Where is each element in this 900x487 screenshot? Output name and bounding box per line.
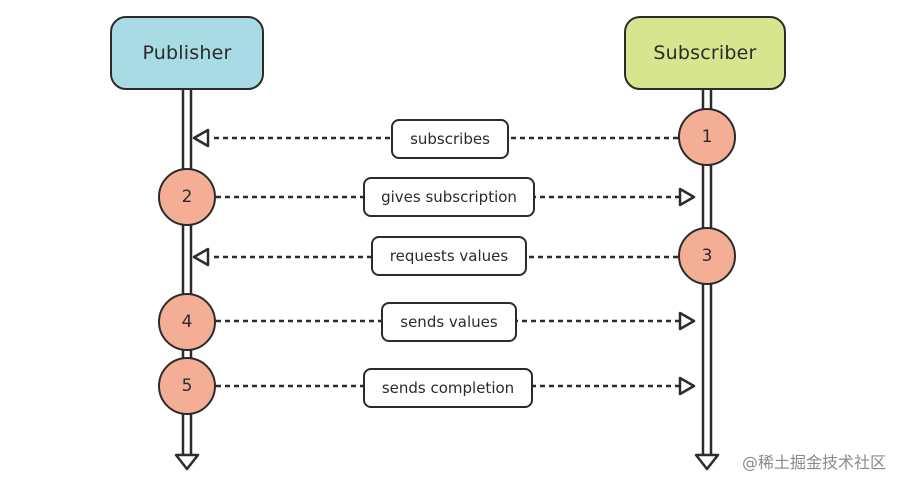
message-label: gives subscription [363, 177, 535, 217]
message-label: sends values [381, 302, 517, 342]
message-arrowhead [678, 311, 696, 331]
step-circle: 5 [158, 357, 216, 415]
message-arrowhead [192, 128, 210, 148]
step-circle: 4 [158, 293, 216, 351]
publisher-lifeline-arrowhead [174, 453, 200, 471]
subscriber-lifeline-arrowhead [694, 453, 720, 471]
message-arrowhead [678, 187, 696, 207]
subscriber-box: Subscriber [624, 16, 786, 90]
publisher-box: Publisher [110, 16, 264, 90]
step-circle: 1 [678, 108, 736, 166]
subscriber-label: Subscriber [653, 42, 757, 64]
message-arrowhead [192, 247, 210, 267]
message-label: subscribes [391, 119, 509, 159]
watermark: @稀土掘金技术社区 [741, 453, 886, 472]
message-arrowhead [678, 376, 696, 396]
step-circle: 3 [678, 227, 736, 285]
message-label: sends completion [363, 368, 533, 408]
step-circle: 2 [158, 168, 216, 226]
publisher-label: Publisher [142, 42, 232, 64]
message-label: requests values [371, 236, 527, 276]
